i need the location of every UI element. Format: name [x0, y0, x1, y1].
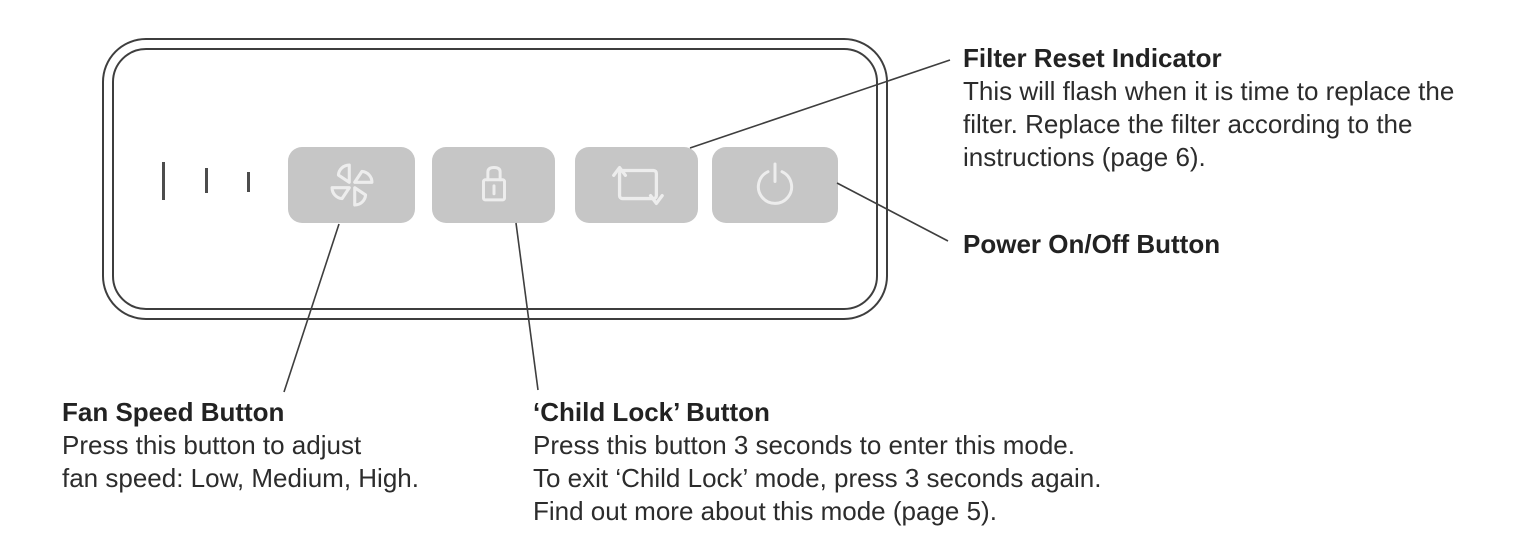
fan-speed-button[interactable]	[288, 147, 415, 223]
child-lock-line: Find out more about this mode (page 5).	[533, 496, 997, 526]
fan-pinwheel-icon	[323, 156, 381, 214]
power-title: Power On/Off Button	[963, 229, 1221, 259]
filter-reset-title: Filter Reset Indicator	[963, 43, 1222, 73]
fan-speed-indicator-bar-2	[205, 168, 208, 193]
fan-speed-title: Fan Speed Button	[62, 397, 285, 427]
child-lock-line: Press this button 3 seconds to enter thi…	[533, 430, 1075, 460]
filter-reset-line: filter. Replace the filter according to …	[963, 109, 1413, 139]
padlock-icon	[466, 157, 522, 213]
child-lock-line: To exit ‘Child Lock’ mode, press 3 secon…	[533, 463, 1102, 493]
filter-reset-line: instructions (page 6).	[963, 142, 1206, 172]
fan-speed-line: Press this button to adjust	[62, 430, 362, 460]
filter-reset-button[interactable]	[575, 147, 698, 223]
fan-speed-indicator-bar-3	[247, 172, 250, 192]
control-panel	[102, 38, 888, 320]
control-panel-inner-border	[112, 48, 878, 310]
child-lock-title: ‘Child Lock’ Button	[533, 397, 770, 427]
child-lock-button[interactable]	[432, 147, 555, 223]
annotation-power: Power On/Off Button	[963, 228, 1220, 261]
fan-speed-line: fan speed: Low, Medium, High.	[62, 463, 419, 493]
filter-reset-line: This will flash when it is time to repla…	[963, 76, 1455, 106]
fan-speed-indicator-bar-1	[162, 162, 165, 200]
annotation-child-lock: ‘Child Lock’ Button Press this button 3 …	[533, 396, 1101, 528]
power-button[interactable]	[712, 147, 838, 223]
cycle-arrows-icon	[606, 154, 668, 216]
annotation-filter-reset: Filter Reset Indicator This will flash w…	[963, 42, 1454, 174]
annotation-fan-speed: Fan Speed Button Press this button to ad…	[62, 396, 419, 495]
power-icon	[747, 157, 803, 213]
